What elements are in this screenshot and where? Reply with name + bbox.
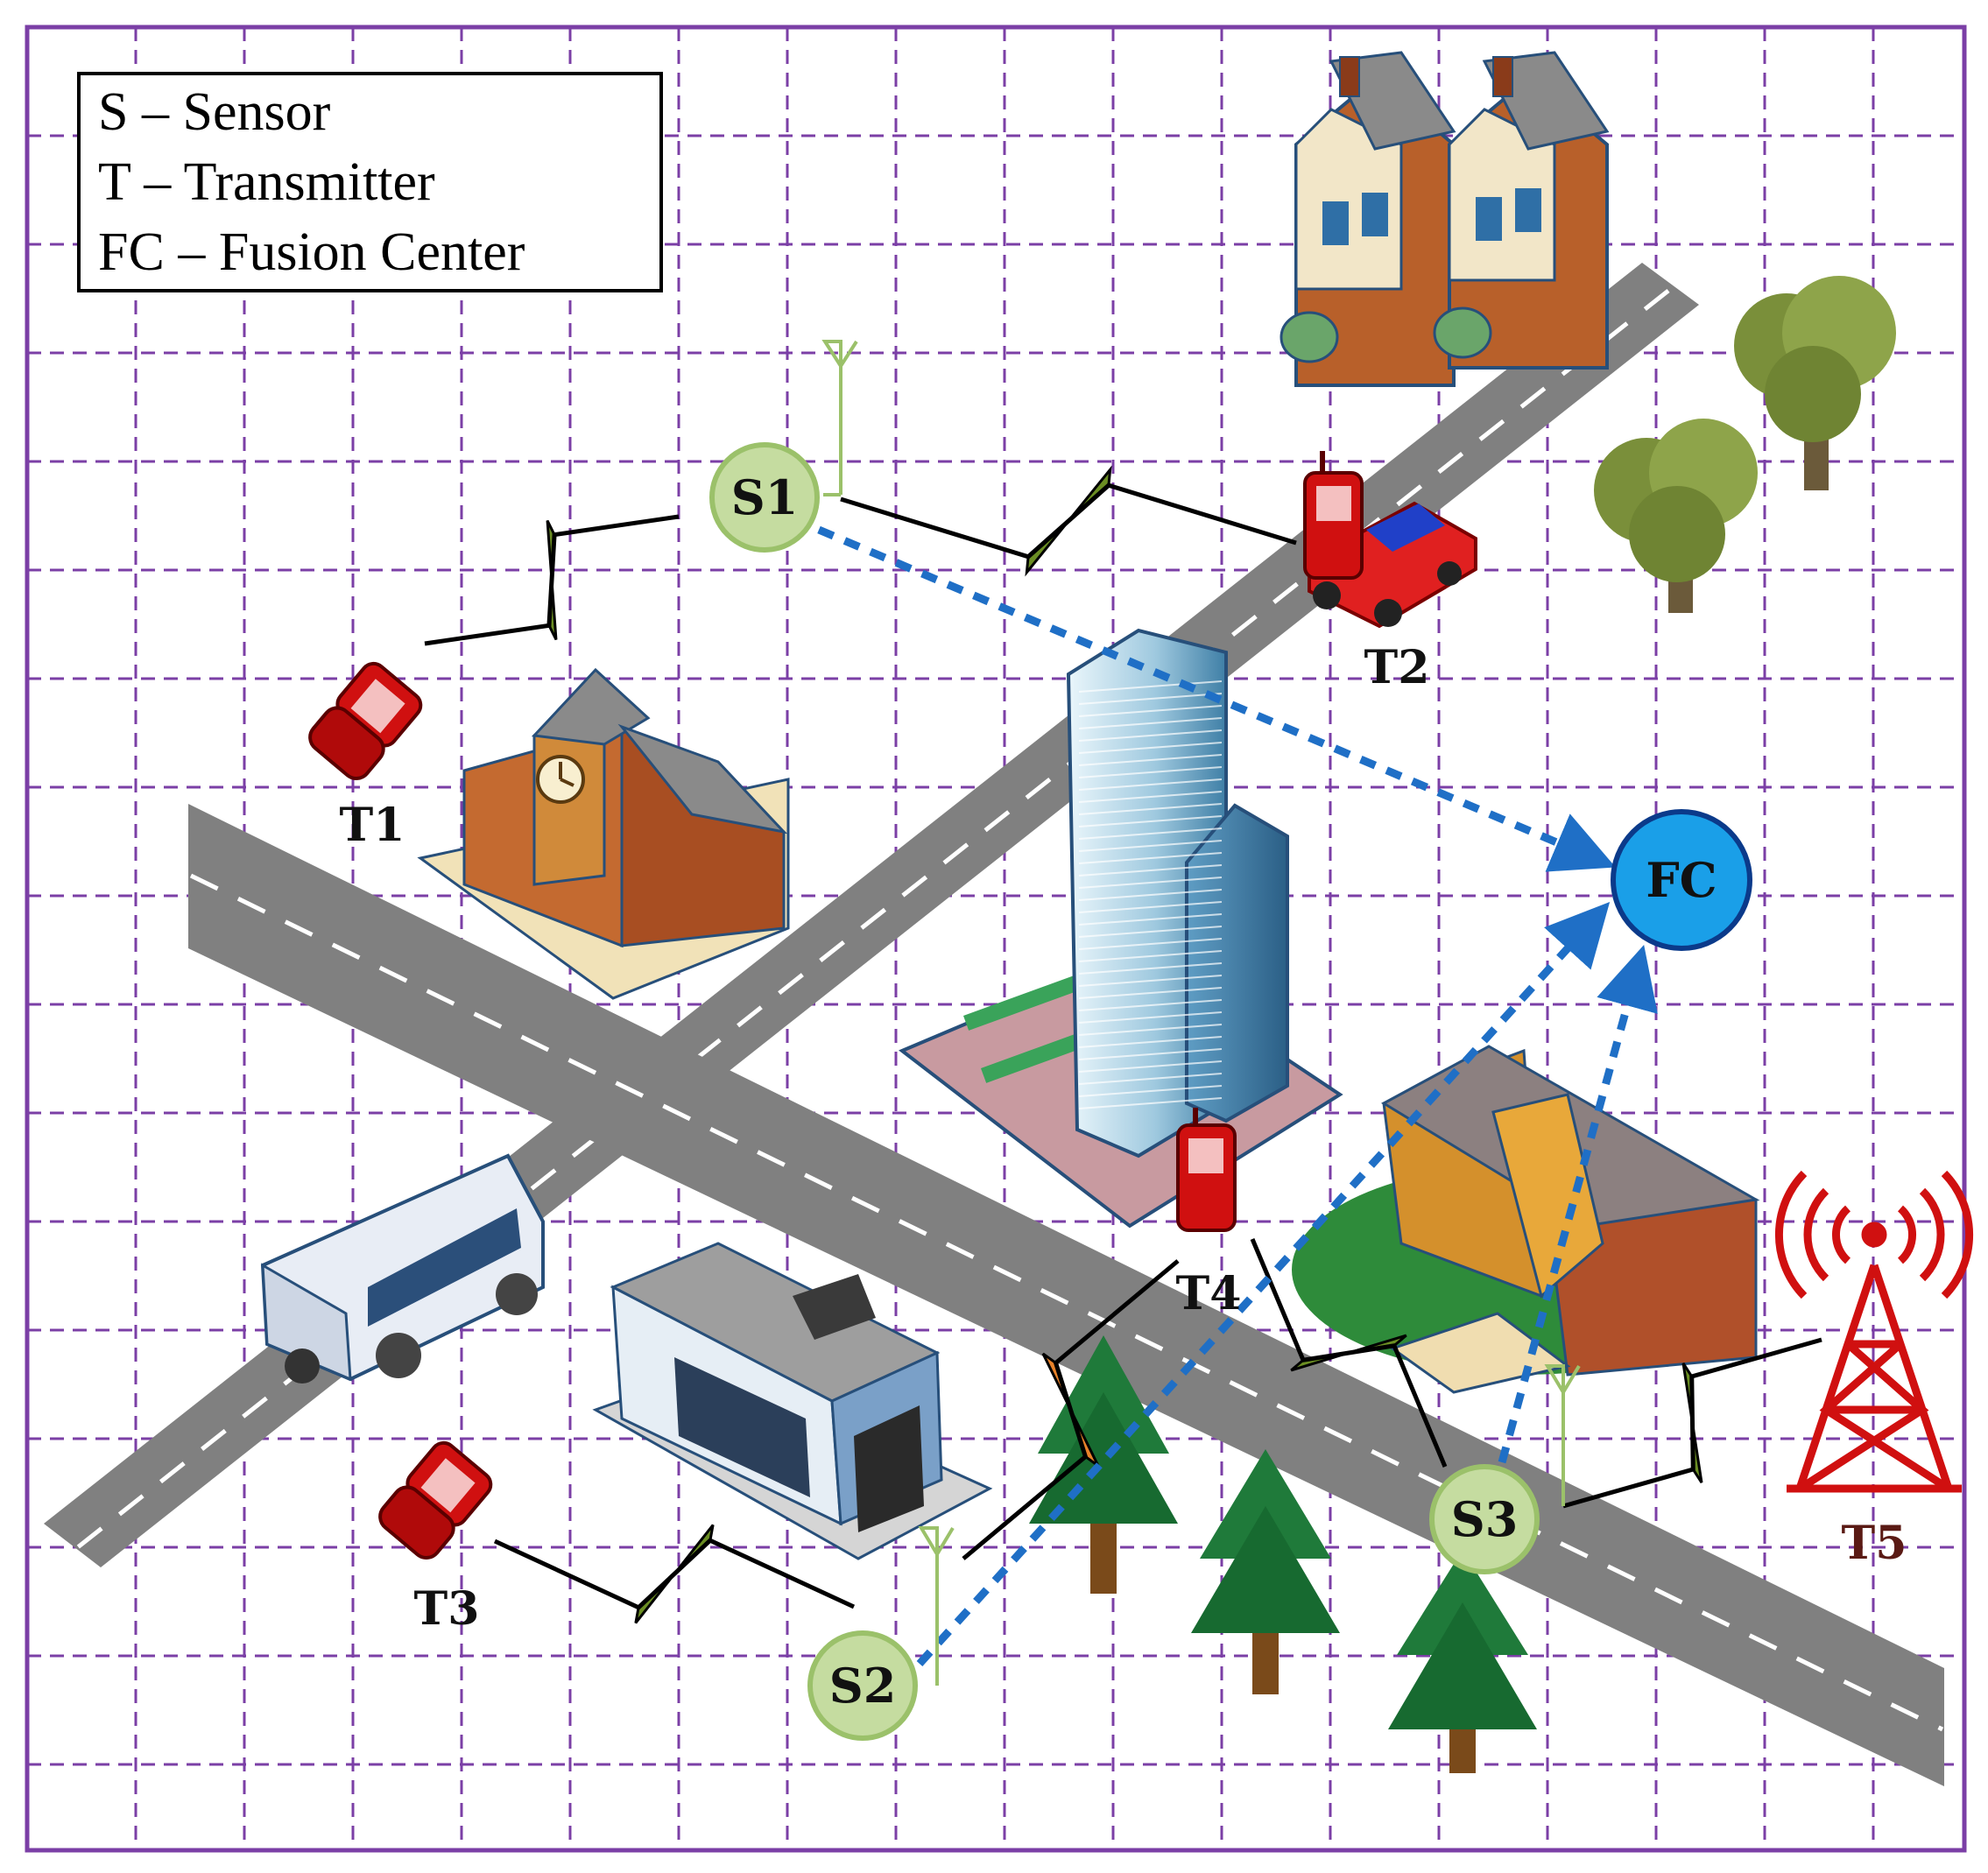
antenna-icon	[1544, 1364, 1581, 1506]
flip-phone-icon[interactable]	[305, 658, 426, 784]
sensor-label: S2	[829, 1658, 897, 1714]
skyscraper-icon	[899, 628, 1343, 1229]
legend-transmitter: T – Transmitter	[98, 152, 435, 212]
bus-icon	[260, 1153, 545, 1384]
radio-tower-icon[interactable]	[1774, 1170, 1974, 1493]
sensor-node-s1[interactable]: S1	[709, 442, 820, 553]
legend-sensor: S – Sensor	[98, 82, 331, 142]
transmitter-label-t5: T5	[1842, 1517, 1907, 1570]
phone-on-car-icon[interactable]	[1303, 451, 1364, 580]
sensor-node-s2[interactable]: S2	[807, 1630, 918, 1741]
sensor-label: S1	[731, 469, 799, 525]
fusion-links	[817, 525, 1658, 1667]
flip-phone-icon[interactable]	[375, 1438, 496, 1563]
wireless-link-t4-s3	[1250, 1238, 1448, 1468]
wireless-link-t1-s1	[424, 514, 680, 646]
transmitter-label-t2: T2	[1364, 641, 1430, 694]
transmitter-label-t4: T4	[1176, 1267, 1242, 1320]
wireless-links	[424, 465, 1822, 1624]
wireless-link-t3-s2	[493, 1524, 856, 1624]
wireless-link-t2-s1	[840, 465, 1297, 577]
legend: S – Sensor T – Transmitter FC – Fusion C…	[77, 72, 663, 292]
fusion-link-s3-fc	[1498, 944, 1658, 1464]
map-border	[25, 25, 1967, 1853]
sensor-node-s3[interactable]: S3	[1429, 1464, 1540, 1574]
school-building-icon	[1292, 1045, 1760, 1394]
antenna-icon	[821, 340, 858, 496]
deciduous-tree-icon	[1734, 276, 1896, 490]
fusion-center-node[interactable]: FC	[1611, 809, 1752, 951]
car-icon	[1308, 501, 1477, 629]
townhouses-icon	[1280, 51, 1610, 387]
sensor-label: S3	[1451, 1491, 1519, 1547]
phone-icon[interactable]	[1176, 1108, 1237, 1232]
conifer-tree-icon	[1191, 1449, 1340, 1694]
transmitter-label-t1: T1	[340, 799, 405, 852]
wireless-link-t5-s3	[1562, 1337, 1822, 1509]
deciduous-tree-icon	[1594, 419, 1758, 613]
town-hall-building-icon	[417, 667, 790, 1000]
warehouse-building-icon	[592, 1242, 993, 1560]
fusion-link-s1-fc	[817, 525, 1616, 872]
antenna-icon	[918, 1526, 955, 1686]
legend-fusion-center: FC – Fusion Center	[98, 222, 525, 282]
transmitter-label-t3: T3	[414, 1582, 480, 1636]
fusion-center-label: FC	[1646, 852, 1717, 908]
conifer-tree-icon	[1388, 1550, 1537, 1773]
